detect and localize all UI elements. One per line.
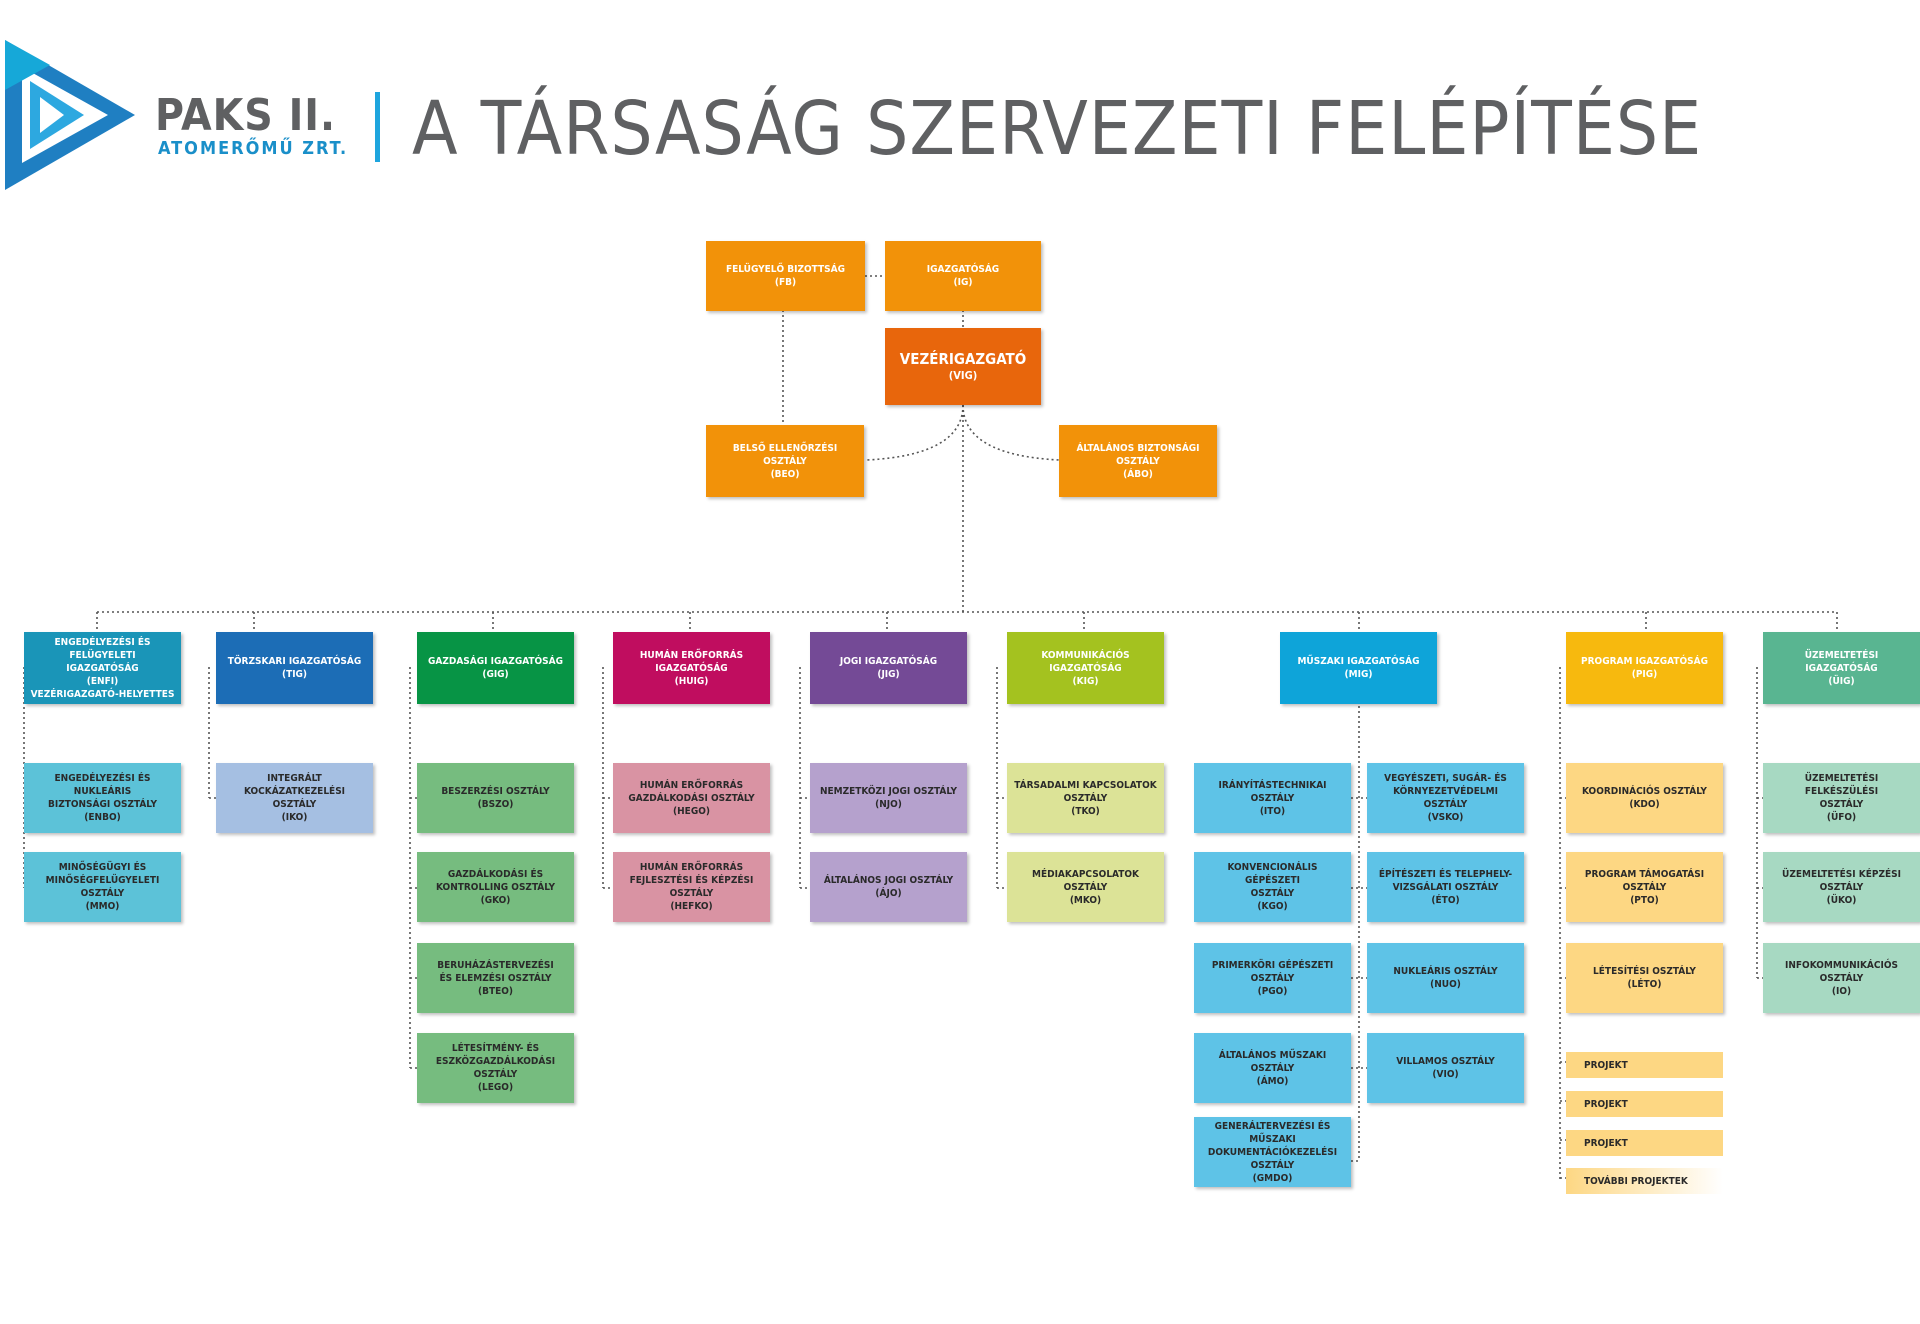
project-item: PROJEKT xyxy=(1566,1052,1723,1078)
logo-name: PAKS II. xyxy=(155,90,337,141)
kdo-box: KOORDINÁCIÓS OSZTÁLY(KDO) xyxy=(1566,763,1723,833)
paks-logo-icon xyxy=(5,40,135,190)
pig-box: PROGRAM IGAZGATÓSÁG(PIG) xyxy=(1566,632,1723,704)
eto-box: ÉPÍTÉSZETI ÉS TELEPHELY-VIZSGÁLATI OSZTÁ… xyxy=(1367,852,1524,922)
vig-box: VEZÉRIGAZGATÓ(VIG) xyxy=(885,328,1041,405)
amo-box: ÁLTALÁNOS MŰSZAKI OSZTÁLY(ÁMO) xyxy=(1194,1033,1351,1103)
ig-box: IGAZGATÓSÁG(IG) xyxy=(885,241,1041,311)
logo-subtitle: ATOMERŐMŰ ZRT. xyxy=(158,138,349,159)
njo-box: NEMZETKÖZI JOGI OSZTÁLY(NJO) xyxy=(810,763,967,833)
nuo-box: NUKLEÁRIS OSZTÁLY(NUO) xyxy=(1367,943,1524,1013)
tig-box: TÖRZSKARI IGAZGATÓSÁG(TIG) xyxy=(216,632,373,704)
title-separator xyxy=(375,92,380,162)
kig-box: KOMMUNIKÁCIÓS IGAZGATÓSÁG(KIG) xyxy=(1007,632,1164,704)
jig-box: JOGI IGAZGATÓSÁG(JIG) xyxy=(810,632,967,704)
uko-box: ÜZEMELTETÉSI KÉPZÉSI OSZTÁLY(ÜKO) xyxy=(1763,852,1920,922)
project-item: PROJEKT xyxy=(1566,1130,1723,1156)
leto-box: LÉTESÍTÉSI OSZTÁLY(LÉTO) xyxy=(1566,943,1723,1013)
vio-box: VILLAMOS OSZTÁLY(VIO) xyxy=(1367,1033,1524,1103)
mig-box: MŰSZAKI IGAZGATÓSÁG(MIG) xyxy=(1280,632,1437,704)
io-box: INFOKOMMUNIKÁCIÓS OSZTÁLY(IO) xyxy=(1763,943,1920,1013)
page-title: A TÁRSASÁG SZERVEZETI FELÉPÍTÉSE xyxy=(412,86,1703,172)
pgo-box: PRIMERKÖRI GÉPÉSZETI OSZTÁLY(PGO) xyxy=(1194,943,1351,1013)
ito-box: IRÁNYÍTÁSTECHNIKAI OSZTÁLY(ITO) xyxy=(1194,763,1351,833)
pto-box: PROGRAM TÁMOGATÁSI OSZTÁLY(PTO) xyxy=(1566,852,1723,922)
further-projects-item: TOVÁBBI PROJEKTEK xyxy=(1566,1168,1723,1194)
bszo-box: BESZERZÉSI OSZTÁLY(BSZO) xyxy=(417,763,574,833)
project-item: PROJEKT xyxy=(1566,1091,1723,1117)
fb-box: FELÜGYELŐ BIZOTTSÁG(FB) xyxy=(706,241,865,311)
gig-box: GAZDASÁGI IGAZGATÓSÁG(GIG) xyxy=(417,632,574,704)
uig-box: ÜZEMELTETÉSI IGAZGATÓSÁG(ÜIG) xyxy=(1763,632,1920,704)
ajo-box: ÁLTALÁNOS JOGI OSZTÁLY(ÁJO) xyxy=(810,852,967,922)
